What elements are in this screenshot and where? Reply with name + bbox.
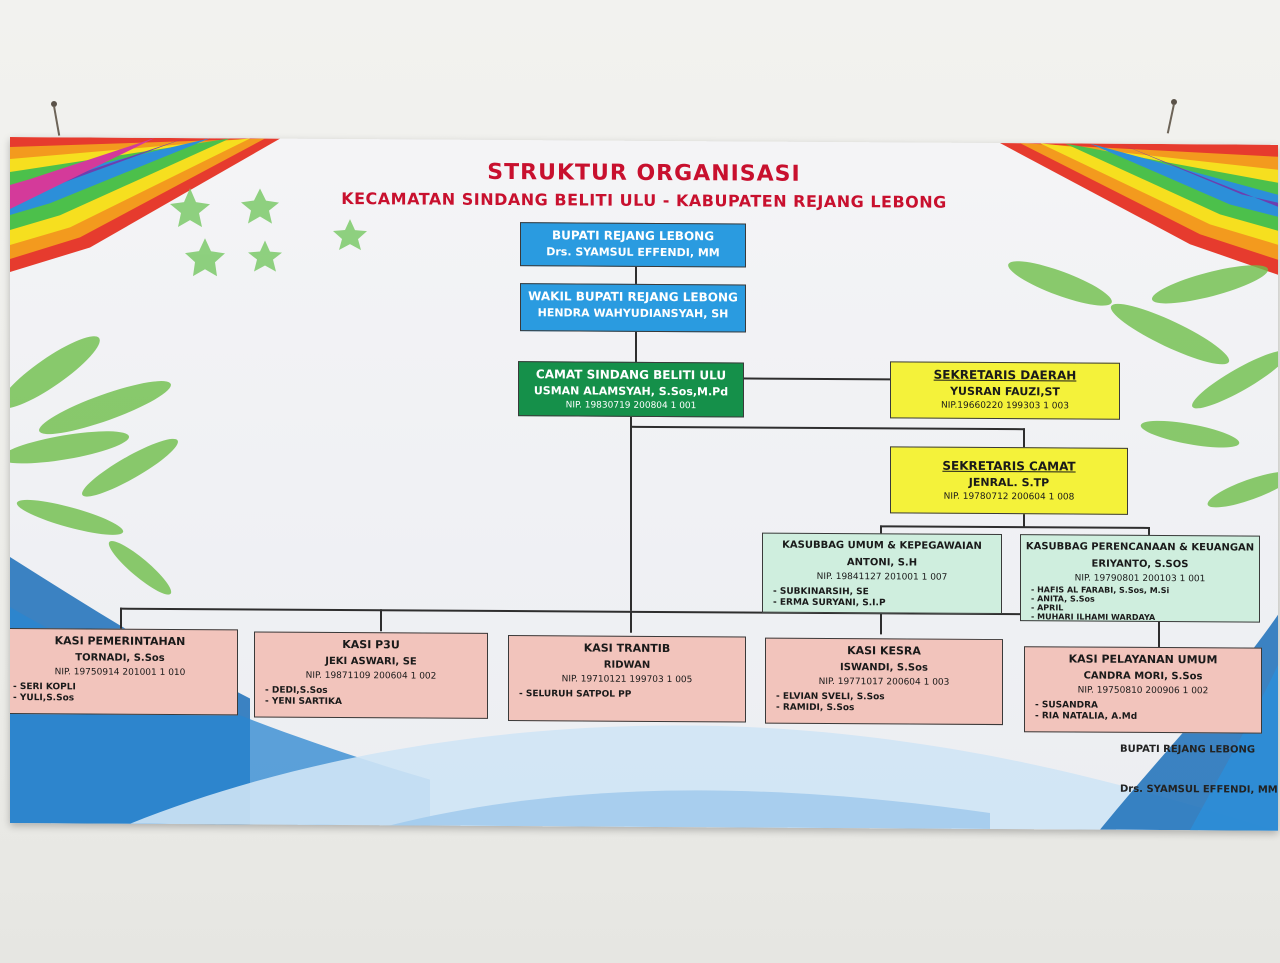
rainbow-left-decoration [10,137,280,272]
connector-bupati-wakil [635,264,637,285]
staff-item: - RIA NATALIA, A.Md [1035,711,1138,722]
camat-title: CAMAT SINDANG BELITI ULU [535,367,727,383]
connector-sekcam-drop [1023,428,1025,449]
sekcam-title: SEKRETARIS CAMAT [942,458,1076,474]
leaf-right-decoration [1008,261,1278,508]
sekcam-nip: NIP. 19780712 200604 1 008 [943,491,1075,503]
kasi-name: JEKI ASWARI, SE [325,655,417,668]
bupati-title: BUPATI REJANG LEBONG [551,228,715,244]
staff-item: - RAMIDI, S.Sos [776,702,855,714]
kasubbag-umum-name: ANTONI, S.H [846,557,918,569]
wakil-name: HENDRA WAHYUDIANSYAH, SH [537,306,729,321]
connector-wakil-camat [635,330,637,363]
kasubbag-perencanaan-staff-list: - HAFIS AL FARABI, S.Sos, M.Si - ANITA, … [1021,585,1259,622]
kasi-nip: NIP. 19750914 201001 1 010 [54,667,186,679]
org-chart-banner: STRUKTUR ORGANISASI KECAMATAN SINDANG BE… [10,137,1278,831]
connector-kasi-1 [120,607,122,630]
kasubbag-umum-box: KASUBBAG UMUM & KEPEGAWAIAN ANTONI, S.H … [762,532,1002,615]
connector-kasi-2 [380,609,382,632]
kasi-staff-list: - DEDI,S.Sos - YENI SARTIKA [255,685,487,708]
kasubbag-umum-staff-list: - SUBKINARSIH, SE - ERMA SURYANI, S.I.P [763,587,1001,610]
kasi-staff-list: - SELURUH SATPOL PP [509,689,745,701]
staff-item: - YENI SARTIKA [265,696,342,708]
left-nail [48,98,61,136]
kasubbag-perencanaan-nip: NIP. 19790801 200103 1 001 [1074,573,1206,585]
kasi-p3u-box: KASI P3U JEKI ASWARI, SE NIP. 19871109 2… [254,631,488,719]
connector-kasi-4 [880,612,882,635]
star-decoration [170,188,367,277]
signature-name: Drs. SYAMSUL EFFENDI, MM [1120,783,1278,796]
kasi-nip: NIP. 19871109 200604 1 002 [305,670,437,682]
kasubbag-perencanaan-title: KASUBBAG PERENCANAAN & KEUANGAN [1025,541,1255,554]
sekda-nip: NIP.19660220 199303 1 003 [941,400,1069,412]
kasi-title: KASI PEMERINTAHAN [54,634,186,649]
kasi-title: KASI KESRA [847,644,921,658]
kasi-title: KASI PELAYANAN UMUM [1068,652,1218,667]
bupati-box: BUPATI REJANG LEBONG Drs. SYAMSUL EFFEND… [520,222,746,268]
kasi-pemerintahan-box: KASI PEMERINTAHAN TORNADI, S.Sos NIP. 19… [10,627,238,716]
kasi-title: KASI P3U [342,638,400,652]
kasi-name: ISWANDI, S.Sos [840,662,928,674]
kasi-nip: NIP. 19771017 200604 1 003 [818,676,950,688]
banner-decoration [10,137,1278,831]
leaf-left-decoration [10,336,178,595]
signature-office: BUPATI REJANG LEBONG [1120,743,1256,756]
wakil-bupati-box: WAKIL BUPATI REJANG LEBONG HENDRA WAHYUD… [520,283,746,333]
kasi-kesra-box: KASI KESRA ISWANDI, S.Sos NIP. 19771017 … [765,637,1003,726]
staff-item: - ERMA SURYANI, S.I.P [773,597,886,609]
sekcam-name: JENRAL. S.TP [968,475,1050,490]
sekda-title: SEKRETARIS DAERAH [933,367,1077,383]
staff-item: - SELURUH SATPOL PP [519,689,632,700]
kasi-staff-list: - ELVIAN SVELI, S.Sos - RAMIDI, S.Sos [766,692,1002,715]
sekcam-box: SEKRETARIS CAMAT JENRAL. S.TP NIP. 19780… [890,446,1128,515]
kasi-trantib-box: KASI TRANTIB RIDWAN NIP. 19710121 199703… [508,635,746,723]
kasi-staff-list: - SERI KOPLI - YULI,S.Sos [10,682,237,705]
sekda-name: YUSRAN FAUZI,ST [950,384,1060,399]
right-nail [1166,96,1180,134]
kasubbag-umum-title: KASUBBAG UMUM & KEPEGAWAIAN [782,539,982,552]
kasi-pelayanan-umum-box: KASI PELAYANAN UMUM CANDRA MORI, S.Sos N… [1024,646,1262,734]
rainbow-right-decoration [1000,143,1278,275]
kasi-name: TORNADI, S.Sos [75,652,165,664]
kasi-nip: NIP. 19710121 199703 1 005 [561,674,693,686]
kasubbag-perencanaan-box: KASUBBAG PERENCANAAN & KEUANGAN ERIYANTO… [1020,534,1260,623]
camat-name: USMAN ALAMSYAH, S.Sos,M.Pd [533,384,729,399]
kasi-name: RIDWAN [603,659,651,671]
camat-nip: NIP. 19830719 200804 1 001 [565,400,697,412]
kasubbag-perencanaan-name: ERIYANTO, S.SOS [1091,558,1189,571]
staff-item: - MUHARI ILHAMI WARDAYA [1031,612,1156,622]
connector-kasi-3 [630,610,632,633]
kasubbag-umum-nip: NIP. 19841127 201001 1 007 [816,571,948,583]
sekda-box: SEKRETARIS DAERAH YUSRAN FAUZI,ST NIP.19… [890,361,1120,420]
wave-decoration [10,557,1278,831]
connector-camat-trunk [630,416,632,611]
staff-item: - YULI,S.Sos [13,693,75,704]
kasi-staff-list: - SUSANDRA - RIA NATALIA, A.Md [1025,700,1261,723]
connector-sekcam-kasubbag [1023,513,1025,528]
kasi-name: CANDRA MORI, S.Sos [1083,670,1203,683]
camat-box: CAMAT SINDANG BELITI ULU USMAN ALAMSYAH,… [518,361,744,418]
kasi-title: KASI TRANTIB [583,641,671,656]
wakil-title: WAKIL BUPATI REJANG LEBONG [528,289,738,305]
kasi-nip: NIP. 19750810 200906 1 002 [1077,685,1209,697]
bupati-name: Drs. SYAMSUL EFFENDI, MM [546,245,720,260]
